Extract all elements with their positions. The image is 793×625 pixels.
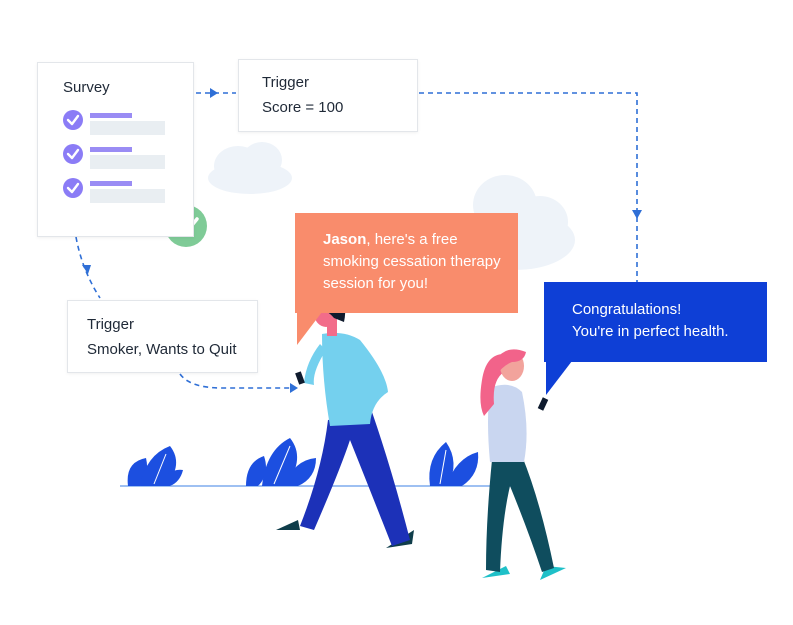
flow-arrowheads	[82, 88, 642, 393]
bubble-jason-message: , here's a free smoking cessation therap…	[323, 231, 501, 292]
trigger-score-card: Trigger Score = 100	[238, 59, 418, 132]
bubble-congrats-line1: Congratulations!	[572, 301, 682, 318]
survey-row-3	[63, 178, 165, 203]
check-circle-icon	[63, 110, 83, 130]
speech-bubble-jason: Jason, here's a free smoking cessation t…	[295, 213, 518, 313]
trigger-score-condition: Score = 100	[262, 99, 344, 116]
speech-bubble-congrats: Congratulations! You're in perfect healt…	[544, 282, 767, 362]
survey-card-title: Survey	[63, 79, 110, 96]
man-figure	[276, 295, 414, 548]
trigger-smoker-title: Trigger	[87, 316, 134, 333]
survey-card: Survey	[37, 62, 194, 237]
check-circle-icon	[63, 144, 83, 164]
plant-left	[127, 446, 183, 486]
bubble-tail-congrats	[546, 361, 572, 395]
plant-middle	[246, 438, 316, 486]
survey-row-2	[63, 144, 165, 169]
survey-row-1	[63, 110, 165, 135]
bubble-jason-name: Jason	[323, 231, 367, 248]
check-circle-icon	[63, 178, 83, 198]
trigger-score-title: Trigger	[262, 74, 309, 91]
cloud-left	[208, 142, 292, 194]
bubble-tail-jason	[297, 312, 322, 345]
trigger-smoker-card: Trigger Smoker, Wants to Quit	[67, 300, 258, 373]
plant-right	[429, 442, 479, 486]
woman-figure	[480, 349, 566, 580]
bubble-congrats-line2: You're in perfect health.	[572, 323, 729, 340]
survey-question-list	[63, 110, 165, 203]
plant-veins	[153, 445, 447, 485]
trigger-smoker-condition: Smoker, Wants to Quit	[87, 341, 237, 358]
